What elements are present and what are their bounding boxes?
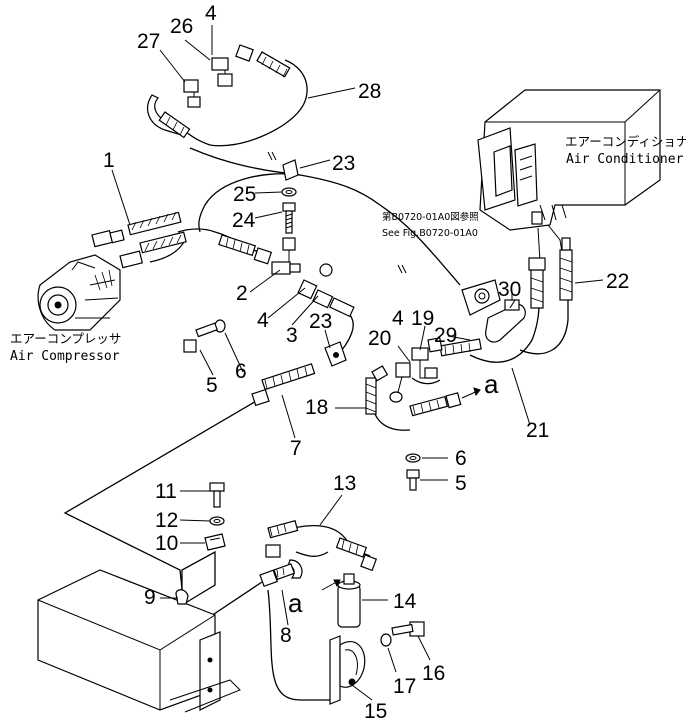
callout-9: 9 xyxy=(144,586,156,609)
fitting-19 xyxy=(411,347,438,379)
washer-6-right xyxy=(405,453,421,463)
callout-15: 15 xyxy=(364,700,387,721)
callout-5-left: 5 xyxy=(206,374,218,397)
callout-23-top: 23 xyxy=(332,152,355,175)
clip-10 xyxy=(204,533,226,551)
air-compressor-label-en: Air Compressor xyxy=(10,349,120,364)
callout-28: 28 xyxy=(358,80,381,103)
bracket-29 xyxy=(461,279,501,316)
callout-27: 27 xyxy=(137,30,160,53)
air-conditioner-label-jp: エアーコンディショナ xyxy=(565,134,686,149)
hose-28-line xyxy=(189,147,461,286)
bolt-5-right xyxy=(406,469,420,491)
callout-6-left: 6 xyxy=(235,360,247,383)
fitting-20 xyxy=(389,362,411,403)
callout-2: 2 xyxy=(236,282,248,305)
hose-lines xyxy=(63,59,569,701)
callout-6-right: 6 xyxy=(455,447,467,470)
component-labels: エアーコンプレッサ Air Compressor エアーコンディショナ Air … xyxy=(10,134,686,364)
fittings xyxy=(91,44,573,705)
callout-17: 17 xyxy=(393,675,416,698)
callout-23-lower: 23 xyxy=(309,310,332,333)
callout-1: 1 xyxy=(103,149,115,172)
air-compressor xyxy=(37,254,121,331)
reference-note-en: See Fig.B0720-01A0 xyxy=(382,228,478,239)
callout-3: 3 xyxy=(286,324,298,347)
hose-a-upper xyxy=(409,387,481,417)
hose-22 xyxy=(559,237,573,301)
callout-30: 30 xyxy=(498,278,521,301)
washer-12 xyxy=(209,516,225,526)
callout-11: 11 xyxy=(155,480,177,503)
callout-numbers: 1 2 3 4 4 4 5 5 6 6 7 8 9 10 11 12 13 14… xyxy=(103,2,629,721)
fitting-8 xyxy=(259,563,296,588)
callout-26: 26 xyxy=(170,15,193,38)
callout-16: 16 xyxy=(422,662,445,685)
callout-10: 10 xyxy=(155,532,178,555)
washer-17 xyxy=(380,633,392,647)
callout-13: 13 xyxy=(333,472,356,495)
callout-22: 22 xyxy=(606,270,629,293)
air-conditioner-label-en: Air Conditioner xyxy=(566,152,684,167)
bolt-16 xyxy=(391,621,425,637)
connection-mark-a-upper: a xyxy=(484,369,499,399)
callout-14: 14 xyxy=(393,590,417,613)
callout-8: 8 xyxy=(280,624,292,647)
callout-5-right: 5 xyxy=(455,472,467,495)
callout-19: 19 xyxy=(411,307,434,330)
callout-21: 21 xyxy=(526,419,549,442)
receiver-drier-14 xyxy=(321,573,361,628)
reference-note-jp: 第B0720-01A0図参照 xyxy=(382,211,479,223)
bolt-24 xyxy=(282,202,296,234)
hose-21-upper xyxy=(528,257,546,309)
air-conditioner-unit xyxy=(477,89,661,231)
hose-1-line xyxy=(177,228,216,233)
bolt-11 xyxy=(209,482,225,508)
hose-23-line xyxy=(198,173,301,233)
air-compressor-label-jp: エアーコンプレッサ xyxy=(10,331,121,346)
callout-4-top: 4 xyxy=(205,2,217,25)
bracket-15 xyxy=(329,635,366,705)
hose-7 xyxy=(251,363,316,407)
callout-12: 12 xyxy=(155,509,178,532)
callout-4-right: 4 xyxy=(392,307,404,330)
connection-marks: a a xyxy=(288,369,499,618)
hose-29-segment xyxy=(427,337,482,357)
clamp-23-top xyxy=(282,159,299,181)
callout-4-mid: 4 xyxy=(257,309,269,332)
leader-lines xyxy=(111,25,604,701)
callout-20: 20 xyxy=(368,327,391,350)
break-marks xyxy=(267,151,407,274)
callout-25: 25 xyxy=(233,183,256,206)
fitting-3 xyxy=(297,263,355,318)
hose-1-lower xyxy=(119,231,187,269)
clip-9 xyxy=(175,589,189,605)
fitting-group-top xyxy=(147,44,291,139)
bolt-5-left xyxy=(183,322,218,353)
hose-28-upper xyxy=(177,59,308,147)
washer-25 xyxy=(281,187,297,197)
condenser-box xyxy=(37,569,241,713)
callout-24: 24 xyxy=(232,209,256,232)
hose-1-upper xyxy=(91,211,182,248)
connection-mark-a-lower: a xyxy=(288,588,303,618)
fitting-2 xyxy=(271,237,301,275)
hose-2-segment xyxy=(218,234,273,265)
clamp-23-lower xyxy=(324,341,347,367)
callout-7: 7 xyxy=(290,437,302,460)
hose-18 xyxy=(365,365,389,415)
callout-29: 29 xyxy=(434,324,457,347)
callout-18: 18 xyxy=(305,396,328,419)
